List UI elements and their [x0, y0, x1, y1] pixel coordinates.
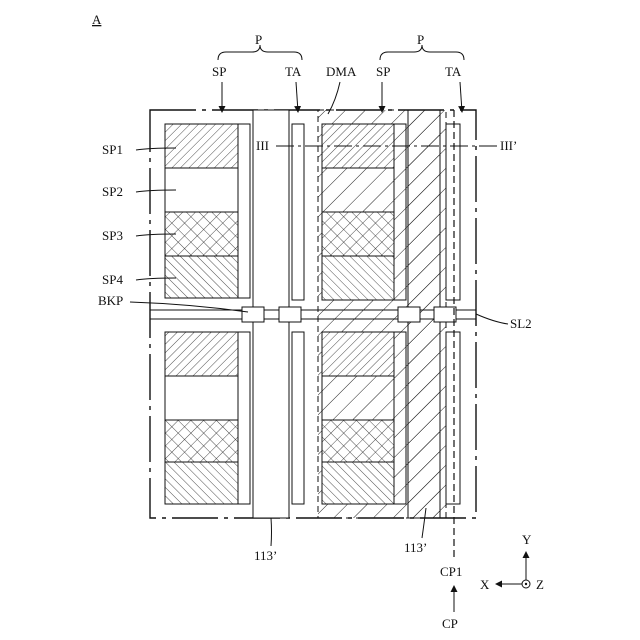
subpixel-sp4-bottom-right — [322, 462, 394, 504]
label-sp4: SP4 — [102, 272, 123, 287]
axis-x-label: X — [480, 577, 490, 592]
subpixel-sp3-top-right — [322, 212, 394, 256]
brace-left-ta: TA — [285, 64, 302, 79]
brace-right-sp: SP — [376, 64, 390, 79]
subpixel-sp4-top-left — [165, 256, 238, 298]
section-label-iii: III — [256, 138, 269, 153]
axis-indicator: Y X Z — [480, 532, 544, 592]
subpixel-sp2-bottom-left — [165, 376, 238, 420]
label-113-right: 113’ — [404, 540, 427, 555]
subpixel-sp1-top-left — [165, 124, 238, 168]
label-sp2: SP2 — [102, 184, 123, 199]
axis-y-label: Y — [522, 532, 532, 547]
section-label-iii-prime: III’ — [500, 138, 517, 153]
subpixel-sp1-bottom-right — [322, 332, 394, 376]
label-sp3: SP3 — [102, 228, 123, 243]
subpixel-sp3-bottom-left — [165, 420, 238, 462]
label-113-left: 113’ — [254, 548, 277, 563]
brace-left-sp: SP — [212, 64, 226, 79]
subpixel-sp4-bottom-left — [165, 462, 238, 504]
label-bkp: BKP — [98, 293, 123, 308]
axis-z-label: Z — [536, 577, 544, 592]
subpixel-sp4-top-right — [322, 256, 394, 300]
label-cp: CP — [442, 616, 458, 631]
brace-right-ta: TA — [445, 64, 462, 79]
label-sl2: SL2 — [510, 316, 532, 331]
label-sp1: SP1 — [102, 142, 123, 157]
dma-label: DMA — [326, 64, 357, 79]
subpixel-sp1-bottom-left — [165, 332, 238, 376]
subpixel-sp2-bottom-right — [322, 376, 394, 420]
label-cp1: CP1 — [440, 564, 462, 579]
figure-label: A — [92, 12, 102, 27]
brace-right-label: P — [417, 32, 424, 47]
brace-left-label: P — [255, 32, 262, 47]
subpixel-sp3-bottom-right — [322, 420, 394, 462]
brace-left: P SP TA — [212, 32, 302, 112]
brace-right: P SP TA — [376, 32, 464, 112]
subpixel-sp2-top-right — [322, 168, 394, 212]
